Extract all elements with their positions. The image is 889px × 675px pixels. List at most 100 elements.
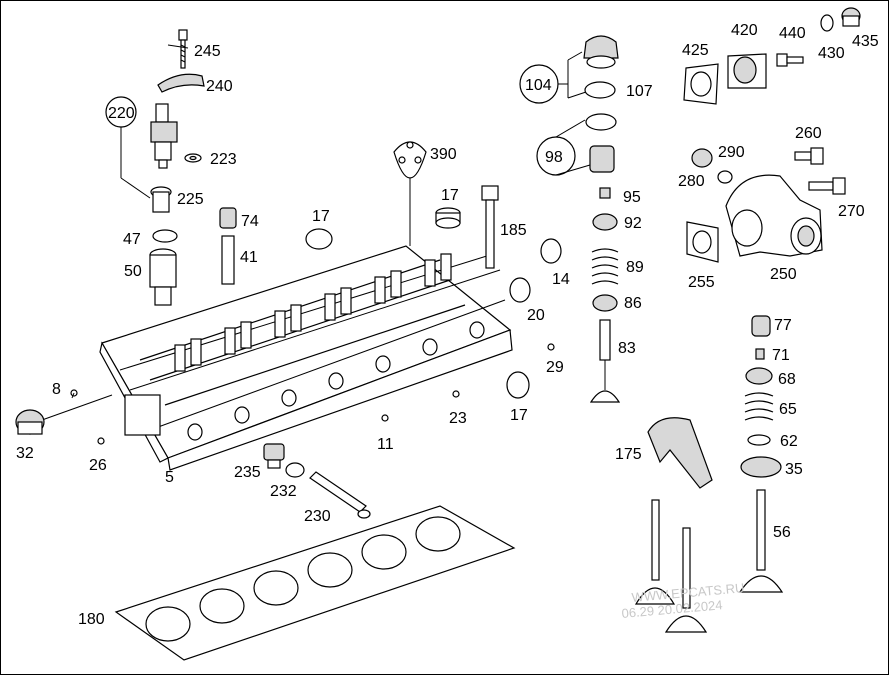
head-valve-stack [290, 304, 302, 332]
callout-label-92: 92 [624, 215, 642, 232]
head-side-hole [422, 338, 438, 356]
head-valve-stack [390, 270, 402, 298]
part-17b [435, 207, 461, 229]
part-270 [808, 177, 846, 195]
callout-label-107: 107 [626, 83, 653, 100]
part-86 [592, 294, 618, 312]
callout-label-29: 29 [546, 359, 564, 376]
part-430 [820, 14, 834, 32]
part-50 [149, 248, 177, 306]
part-420 [727, 53, 767, 89]
callout-label-14: 14 [552, 271, 570, 288]
callout-label-5: 5 [165, 469, 174, 486]
head-side-hole [234, 406, 250, 424]
head-valve-stack [224, 327, 236, 355]
callout-label-220: 220 [108, 105, 135, 122]
callout-label-83: 83 [618, 340, 636, 357]
callout-label-280: 280 [678, 173, 705, 190]
gasket-bore [307, 552, 353, 588]
part-65 [744, 392, 774, 421]
head-valve-stack [174, 344, 186, 372]
part-104-cap [583, 35, 619, 69]
callout-label-104: 104 [525, 77, 552, 94]
callout-label-270: 270 [838, 203, 865, 220]
part-29 [547, 343, 555, 351]
callout-label-26: 26 [89, 457, 107, 474]
callout-label-250: 250 [770, 266, 797, 283]
part-35 [740, 456, 782, 478]
callout-label-435: 435 [852, 33, 879, 50]
callout-label-95: 95 [623, 189, 641, 206]
part-14 [540, 238, 562, 264]
part-71 [755, 348, 765, 360]
callout-label-430: 430 [818, 45, 845, 62]
part-107 [584, 81, 616, 99]
part-89 [591, 248, 619, 285]
part-290 [717, 170, 733, 184]
part-valve-a [634, 499, 676, 605]
part-83 [589, 319, 621, 403]
gasket-bore [415, 516, 461, 552]
callout-label-74: 74 [241, 213, 259, 230]
callout-label-32: 32 [16, 445, 34, 462]
part-92 [592, 213, 618, 231]
part-425 [683, 63, 719, 105]
part-440 [776, 53, 804, 67]
callout-label-185: 185 [500, 222, 527, 239]
callout-label-41: 41 [240, 249, 258, 266]
part-245 [178, 29, 188, 69]
part-390 [393, 141, 427, 246]
callout-label-175: 175 [615, 446, 642, 463]
callout-label-232: 232 [270, 483, 297, 500]
head-side-hole [328, 372, 344, 390]
callout-label-62: 62 [780, 433, 798, 450]
head-side-hole [187, 423, 203, 441]
callout-label-65: 65 [779, 401, 797, 418]
callout-label-180: 180 [78, 611, 105, 628]
part-98b [589, 145, 615, 173]
callout-label-17b: 17 [441, 187, 459, 204]
part-250 [725, 174, 823, 257]
part-17a [305, 228, 333, 250]
part-240 [157, 73, 205, 93]
head-valve-stack [440, 253, 452, 281]
head-side-hole [469, 321, 485, 339]
callout-label-390: 390 [430, 146, 457, 163]
part-260 [794, 147, 824, 165]
callout-label-223: 223 [210, 151, 237, 168]
part-17c [506, 371, 530, 399]
callout-label-47: 47 [123, 231, 141, 248]
part-41 [221, 235, 235, 285]
part-56 [738, 489, 784, 593]
callout-label-89: 89 [626, 259, 644, 276]
part-74 [219, 207, 237, 229]
gasket-bore [199, 588, 245, 624]
callout-label-245: 245 [194, 43, 221, 60]
callout-label-20: 20 [527, 307, 545, 324]
part-185 [481, 185, 499, 269]
callout-label-8: 8 [52, 381, 61, 398]
leader-lines [71, 44, 189, 399]
head-valve-stack [324, 293, 336, 321]
part-32 [15, 409, 45, 435]
head-valve-stack [190, 338, 202, 366]
head-side-hole [375, 355, 391, 373]
head-valve-stack [374, 276, 386, 304]
part-223 [184, 153, 202, 163]
part-230 [309, 471, 371, 519]
part-235 [263, 443, 285, 469]
part-180 [114, 505, 516, 661]
head-valve-stack [240, 321, 252, 349]
part-68 [745, 367, 773, 385]
callout-label-23: 23 [449, 410, 467, 427]
callout-label-50: 50 [124, 263, 142, 280]
callout-label-11: 11 [377, 436, 394, 453]
callout-label-17c: 17 [510, 407, 528, 424]
part-220 [150, 103, 178, 169]
callout-label-440: 440 [779, 25, 806, 42]
callout-label-17a: 17 [312, 208, 330, 225]
callout-label-77: 77 [774, 317, 792, 334]
part-62 [747, 434, 771, 446]
part-175 [647, 417, 713, 489]
gasket-bore [145, 606, 191, 642]
